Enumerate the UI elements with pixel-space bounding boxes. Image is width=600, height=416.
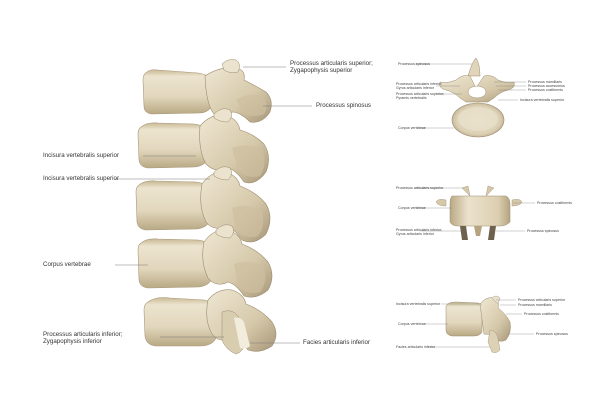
side-label-processus-spinosus: Processus spinosus <box>536 332 568 336</box>
side-label-incisura-vertebralis-superior: Incisura vertebralis superior <box>396 302 441 306</box>
top-label-corpus-vertebrae: Corpus vertebrae <box>398 126 426 130</box>
label-incisura-vertebralis-superior-2: Incisura vertebralis superior <box>43 175 119 182</box>
label-processus-spinosus: Processus spinosus <box>316 102 372 109</box>
front-label-processus-spinosus: Processus spinosus <box>527 229 559 233</box>
side-label-processus-articularis-superior: Processus articularis superior <box>518 298 566 302</box>
label-incisura-vertebralis-superior-1: Incisura vertebralis superior <box>43 152 119 159</box>
front-label-processus-articularis-superior: Processus articularis superior <box>396 186 444 190</box>
front-label-corpus-vertebrae: Corpus vertebrae <box>398 206 426 210</box>
front-view-leader-lines <box>415 187 535 232</box>
label-facies-articularis-inferior: Facies articularis inferior <box>303 339 371 346</box>
lateral-vertebra-3 <box>135 166 271 243</box>
front-label-processus-costiformis: Processus costiformis <box>537 201 572 205</box>
side-label-processus-costiformis: Processus costiformis <box>524 312 559 316</box>
side-label-processus-mamillaris: Processus mamillaris <box>518 303 552 307</box>
lateral-vertebra-2 <box>137 108 269 184</box>
side-view-illustration <box>445 295 511 353</box>
lateral-vertebra-5 <box>143 289 277 355</box>
top-label-processus-mamillaris: Processus mamillaris <box>528 80 562 84</box>
label-corpus-vertebrae: Corpus vertebrae <box>43 261 91 268</box>
side-view-leader-lines <box>425 299 534 348</box>
front-label-processus-articularis-inferior: Processus articularis inferior; Gyrus ar… <box>396 228 443 237</box>
front-view-illustration <box>435 185 523 240</box>
lateral-spine-illustration <box>135 59 277 355</box>
top-label-incisura-vertebralis-superior: Incisura vertebralis superior <box>520 98 565 102</box>
top-label-processus-costiformis: Processus costiformis <box>528 88 563 92</box>
side-label-facies-articularis-inferior: Facies articularis inferior <box>396 345 435 349</box>
top-view-illustration <box>439 57 515 138</box>
lateral-vertebra-4 <box>137 224 273 298</box>
top-label-processus-articularis-inferior: Processus articularis inferior; Gyrus ar… <box>396 82 443 91</box>
label-processus-articularis-inferior: Processus articularis inferior; Zygapoph… <box>43 331 123 346</box>
side-label-corpus-vertebrae: Corpus vertebrae <box>398 322 426 326</box>
label-processus-articularis-superior: Processus articularis superior; Zygapoph… <box>290 60 373 75</box>
lateral-vertebra-1 <box>142 59 272 123</box>
top-label-processus-accessorius: Processus accessorius <box>528 84 565 88</box>
top-label-processus-spinosus: Processus spinosus <box>398 62 430 66</box>
lateral-leader-lines <box>115 66 312 344</box>
top-label-processus-articularis-superior: Processus articularis superior; Pyramis … <box>396 92 445 101</box>
top-view-leader-lines <box>415 63 526 129</box>
